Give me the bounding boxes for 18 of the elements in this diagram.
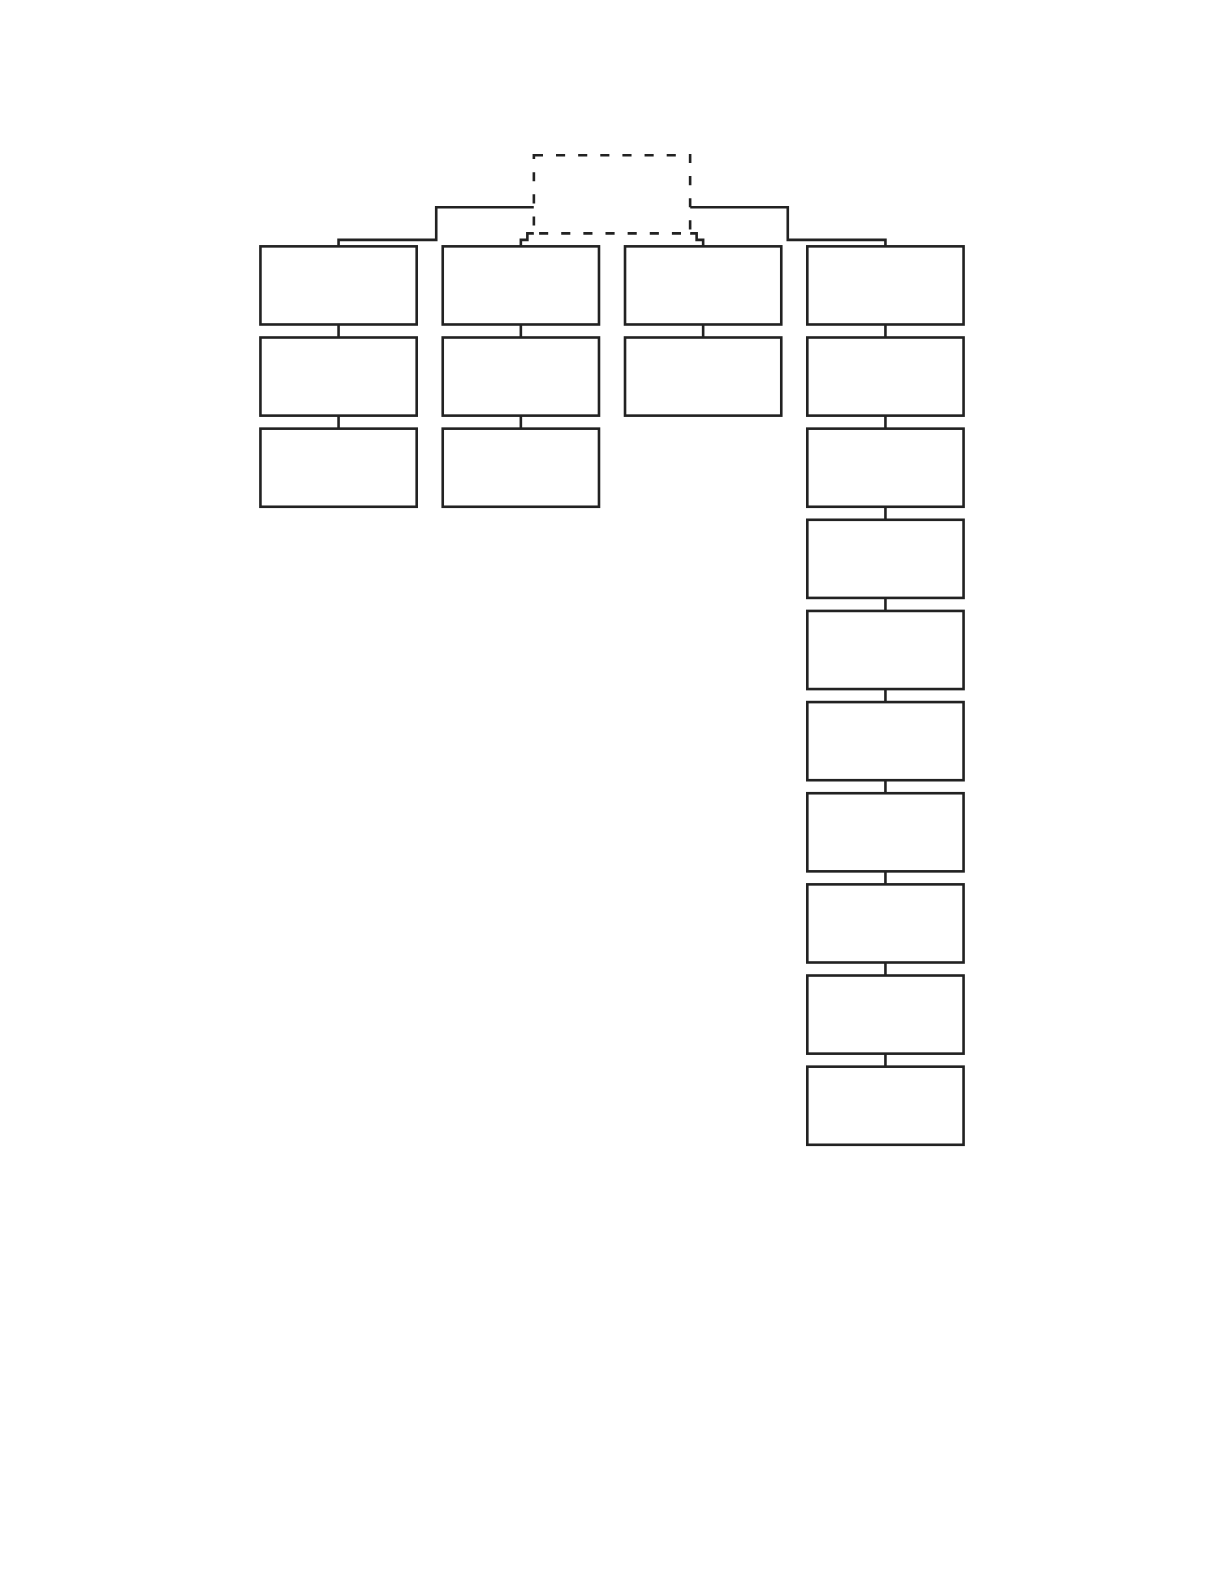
node-box <box>441 245 601 326</box>
node-box <box>806 427 965 509</box>
node-box <box>441 427 601 509</box>
node-box <box>806 245 965 326</box>
node-box <box>806 974 965 1055</box>
node-box <box>806 883 965 964</box>
node-box <box>259 336 418 417</box>
node-box <box>623 336 783 417</box>
node-box <box>806 609 965 691</box>
node-box <box>806 1065 965 1147</box>
node-box <box>806 518 965 600</box>
node-box <box>806 700 965 782</box>
node-box <box>259 427 418 509</box>
node-box <box>441 336 601 417</box>
node-box <box>259 245 418 326</box>
node-box <box>806 791 965 873</box>
node-box <box>806 336 965 417</box>
node-box <box>623 245 783 326</box>
